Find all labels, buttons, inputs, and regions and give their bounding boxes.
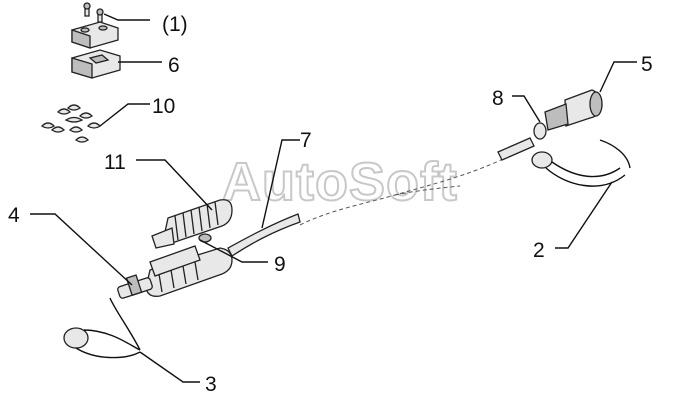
cap-strap-left xyxy=(63,297,141,359)
lower-clamp xyxy=(71,49,121,79)
switch-body xyxy=(117,274,153,299)
callout-10: 10 xyxy=(152,95,175,118)
callout-11: 11 xyxy=(104,151,126,174)
callout-2: 2 xyxy=(533,239,545,262)
callout-9: 9 xyxy=(274,253,286,276)
watermark-text: AutoSoft xyxy=(222,152,458,212)
callout-8: 8 xyxy=(492,87,504,110)
grip-upper xyxy=(151,199,233,249)
connector-pin xyxy=(497,137,535,161)
leader-lines xyxy=(30,13,637,383)
cap-strap-right xyxy=(531,139,631,187)
washer xyxy=(533,122,547,140)
callout-6: 6 xyxy=(168,54,180,77)
cable-route-2 xyxy=(394,185,461,196)
callout-1: (1) xyxy=(162,13,188,36)
callout-5: 5 xyxy=(641,53,653,76)
cable-sleeve xyxy=(227,213,301,257)
screws xyxy=(83,2,104,23)
clips-set xyxy=(40,104,102,143)
plug xyxy=(544,89,603,131)
upper-clamp xyxy=(71,21,119,49)
callout-3: 3 xyxy=(205,373,217,396)
callout-4: 4 xyxy=(8,204,20,227)
callout-7: 7 xyxy=(300,129,312,152)
